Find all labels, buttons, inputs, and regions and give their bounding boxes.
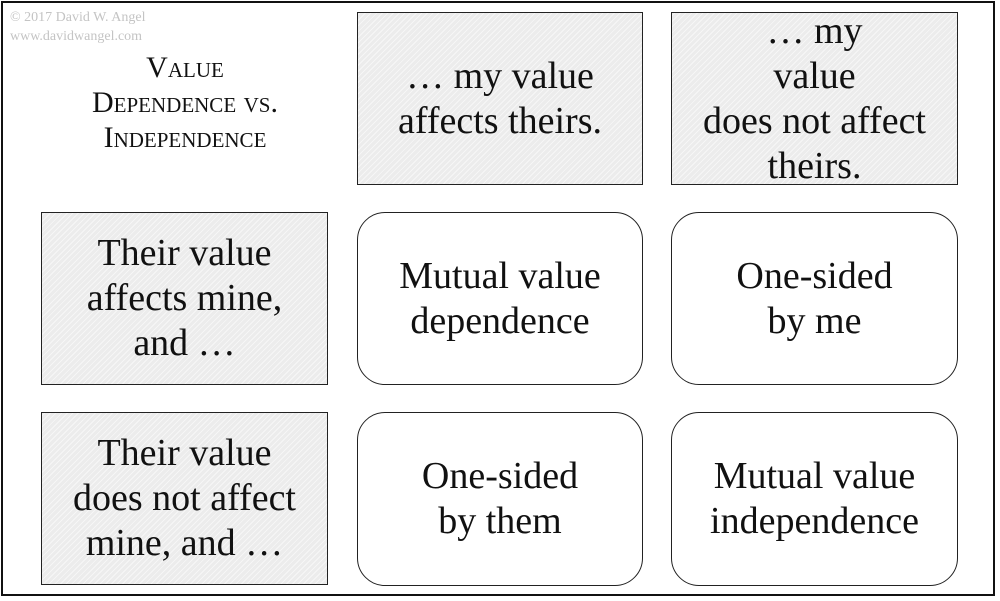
cell-label: Mutual value independence bbox=[710, 455, 919, 542]
row-header-label: Their value does not affect mine, and … bbox=[73, 432, 296, 564]
cell-mutual-independence: Mutual value independence bbox=[671, 412, 958, 586]
copyright-notice: © 2017 David W. Angel www.davidwangel.co… bbox=[10, 8, 145, 46]
column-header-label: … my value does not affect theirs. bbox=[703, 9, 926, 187]
title-line-1: Value bbox=[146, 51, 224, 84]
copyright-line: © 2017 David W. Angel bbox=[10, 10, 146, 25]
diagram-title: Value Dependence vs. Independence bbox=[40, 50, 330, 155]
column-header-affects: … my value affects theirs. bbox=[357, 12, 643, 185]
title-line-2: Dependence vs. bbox=[91, 86, 278, 119]
column-header-label: … my value affects theirs. bbox=[398, 54, 602, 142]
cell-mutual-dependence: Mutual value dependence bbox=[357, 212, 643, 385]
cell-one-sided-by-them: One-sided by them bbox=[357, 412, 643, 586]
row-header-does-not-affect: Their value does not affect mine, and … bbox=[41, 412, 328, 585]
website-line: www.davidwangel.com bbox=[10, 29, 143, 44]
row-header-affects: Their value affects mine, and … bbox=[41, 212, 328, 385]
cell-one-sided-by-me: One-sided by me bbox=[671, 212, 958, 385]
cell-label: One-sided by me bbox=[736, 254, 893, 342]
column-header-does-not-affect: … my value does not affect theirs. bbox=[671, 10, 958, 187]
cell-label: Mutual value dependence bbox=[399, 254, 601, 342]
row-header-label: Their value affects mine, and … bbox=[86, 232, 283, 364]
title-line-3: Independence bbox=[103, 121, 267, 154]
cell-label: One-sided by them bbox=[421, 455, 579, 542]
